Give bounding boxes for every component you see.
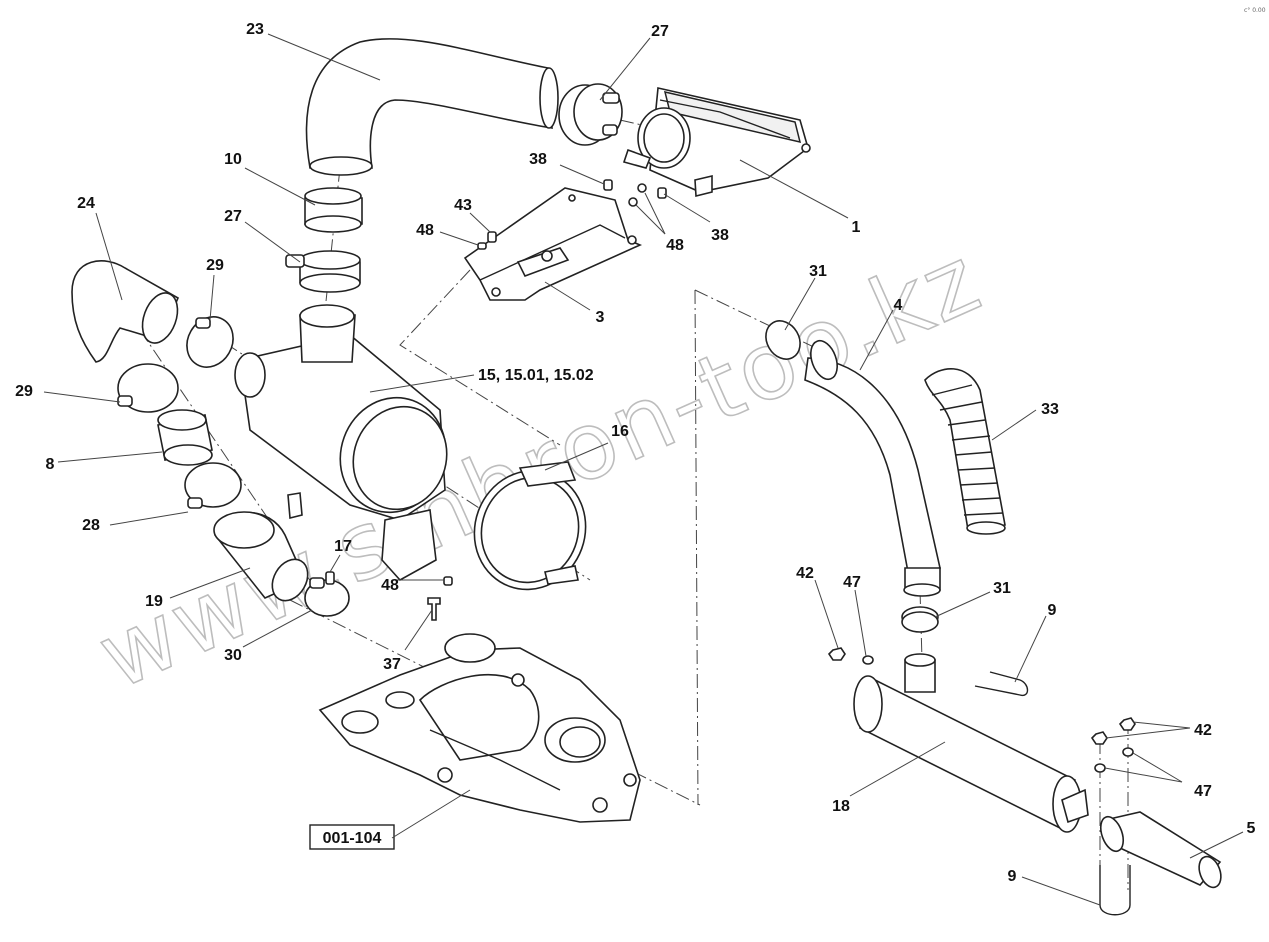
- label-27-lower: 27: [224, 208, 242, 225]
- air-filter-15: [234, 304, 448, 582]
- label-29-b: 29: [15, 383, 33, 400]
- label-38-b: 38: [711, 227, 729, 244]
- part-labels: 23 27 10 27 24 29 29 8 28 19 30 17 48 37…: [15, 21, 1255, 885]
- reference-box-label: 001-104: [323, 830, 382, 847]
- bolt-17: [325, 571, 335, 585]
- clamp-28: [184, 462, 242, 509]
- label-9-upper: 9: [1048, 602, 1057, 619]
- u-bolt-9-upper: [974, 671, 1029, 697]
- hose-19: [213, 511, 309, 602]
- clamp-31-upper: [765, 320, 801, 360]
- label-3: 3: [596, 309, 605, 326]
- pipe-4: [804, 339, 941, 597]
- label-43: 43: [454, 197, 472, 214]
- bracket-3: [463, 187, 643, 301]
- label-19: 19: [145, 593, 163, 610]
- nut-48-c: [443, 576, 453, 586]
- clamp-31-lower: [901, 606, 939, 633]
- band-16: [473, 461, 587, 591]
- label-31-lower: 31: [993, 580, 1011, 597]
- label-17: 17: [334, 538, 352, 555]
- label-42-b: 42: [1194, 722, 1212, 739]
- label-42-a: 42: [796, 565, 814, 582]
- label-4: 4: [894, 297, 903, 314]
- intake-housing-1: [622, 87, 811, 198]
- engine-block: [318, 633, 641, 823]
- reference-box: 001-104: [309, 824, 395, 850]
- bolt-43: [487, 231, 497, 243]
- sleeve-10: [304, 187, 363, 233]
- hardware-38-48: [603, 179, 667, 207]
- label-9-lower: 9: [1008, 868, 1017, 885]
- label-15: 15, 15.01, 15.02: [478, 367, 594, 384]
- bolt-37: [427, 597, 441, 621]
- label-29-a: 29: [206, 257, 224, 274]
- label-30: 30: [224, 647, 242, 664]
- label-33: 33: [1041, 401, 1059, 418]
- label-27-upper: 27: [651, 23, 669, 40]
- clamp-29-a: [186, 316, 234, 368]
- label-48-b: 48: [666, 237, 684, 254]
- label-47-b: 47: [1194, 783, 1212, 800]
- label-48-a: 48: [416, 222, 434, 239]
- label-23: 23: [246, 21, 264, 38]
- leader-lines: [43, 33, 1244, 906]
- label-18: 18: [832, 798, 850, 815]
- corner-mark: c° 0.00: [1244, 7, 1266, 14]
- label-8: 8: [46, 456, 55, 473]
- label-37: 37: [383, 656, 401, 673]
- clamp-30: [304, 577, 350, 617]
- label-31-upper: 31: [809, 263, 827, 280]
- clamp-27-lower: [285, 250, 361, 293]
- hose-23: [305, 38, 559, 176]
- nut-48-a: [477, 242, 487, 250]
- muffler-18: [853, 653, 1089, 833]
- label-16: 16: [611, 423, 629, 440]
- label-24: 24: [77, 195, 95, 212]
- nut-42-a: [827, 647, 846, 661]
- label-38-a: 38: [529, 151, 547, 168]
- clamp-27-upper: [558, 83, 623, 146]
- hardware-42-47-right: [1090, 717, 1136, 773]
- label-1: 1: [852, 219, 861, 236]
- label-10: 10: [224, 151, 242, 168]
- tailpipe-5: [1099, 811, 1222, 889]
- clamp-29-b: [117, 363, 179, 413]
- elbow-24: [71, 260, 180, 363]
- label-28: 28: [82, 517, 100, 534]
- label-47-a: 47: [843, 574, 861, 591]
- label-48-c: 48: [381, 577, 399, 594]
- hose-33: [924, 367, 1006, 535]
- washer-47-a: [862, 655, 874, 665]
- sleeve-8: [157, 409, 213, 466]
- label-5: 5: [1247, 820, 1256, 837]
- u-bolt-9-lower: [1099, 865, 1131, 916]
